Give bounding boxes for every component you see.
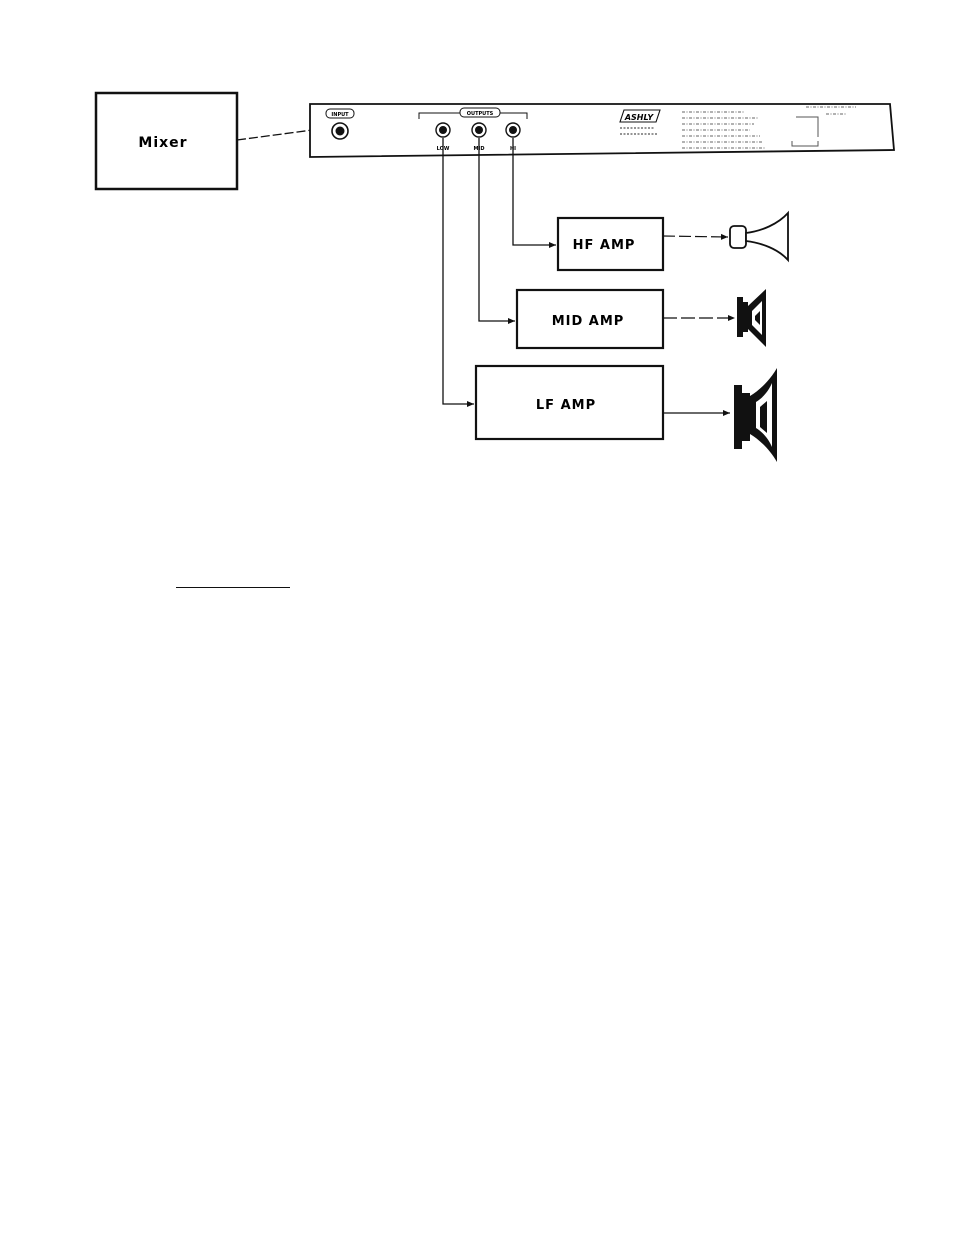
mid-driver-icon xyxy=(737,289,766,347)
horn-tweeter-icon xyxy=(730,213,788,260)
mid-to-mid-amp-line xyxy=(479,138,515,321)
lf-amp-box: LF AMP xyxy=(476,366,663,439)
mid-amp-box: MID AMP xyxy=(517,290,663,348)
underline-rule xyxy=(176,587,290,588)
brand-label: ASHLY xyxy=(624,113,655,122)
outputs-label: OUTPUTS xyxy=(467,111,494,117)
hf-amp-box: HF AMP xyxy=(558,218,663,270)
woofer-icon xyxy=(734,368,777,462)
mixer-box: Mixer xyxy=(96,93,237,189)
input-label: INPUT xyxy=(331,112,349,118)
mid-amp-label: MID AMP xyxy=(552,314,625,329)
low-to-lf-amp-line xyxy=(443,138,474,404)
lf-amp-label: LF AMP xyxy=(536,398,596,413)
crossover-panel: INPUT OUTPUTS LOW MID HI xyxy=(310,104,894,157)
hf-amp-to-horn-line xyxy=(663,236,728,237)
hf-amp-label: HF AMP xyxy=(573,238,636,253)
mixer-to-input-line xyxy=(237,129,320,140)
mixer-label: Mixer xyxy=(138,135,187,151)
